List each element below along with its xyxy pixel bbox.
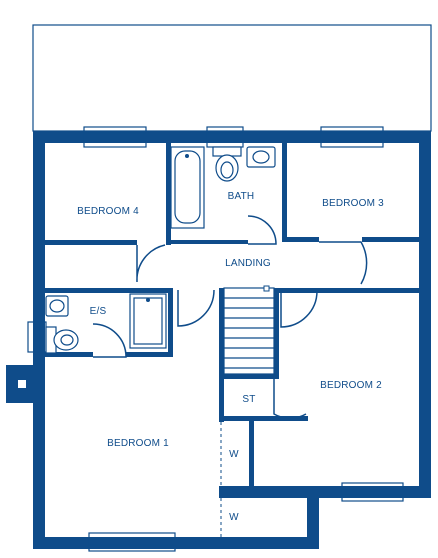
shower-drain	[146, 298, 150, 302]
wall-landing-ensuite	[45, 288, 173, 293]
label-landing: LANDING	[225, 258, 271, 269]
bath-sink-basin	[252, 150, 270, 164]
ensuite-toilet-seat	[60, 334, 74, 346]
door-bedroom4	[136, 244, 166, 283]
ensuite-sink-basin	[49, 299, 65, 313]
label-wardrobe-lower: W	[229, 512, 239, 523]
roof-outline	[32, 24, 432, 132]
label-wardrobe-upper: W	[229, 449, 239, 460]
wall-store-top	[219, 374, 279, 379]
outer-wall-left	[33, 131, 45, 549]
door-bedroom2	[280, 290, 318, 328]
wall-bedroom4-bath	[166, 143, 171, 240]
wall-ensuite-right	[168, 288, 173, 352]
wall-stairs-right	[274, 288, 279, 374]
wall-bath-bedroom3	[282, 143, 287, 240]
wall-gap	[219, 422, 220, 486]
toilet-seat	[220, 161, 234, 179]
door-bedroom1	[92, 323, 127, 358]
wall-bedroom2-top	[279, 288, 419, 293]
door-store	[273, 379, 307, 420]
wall-ensuite-bottom-left	[45, 352, 93, 357]
outer-wall-top	[33, 131, 431, 143]
bath-drain	[185, 154, 189, 158]
label-bedroom2: BEDROOM 2	[320, 380, 382, 391]
outer-wall-bottom	[33, 537, 319, 549]
wall-bedroom2-left	[249, 416, 254, 486]
shower-tray-inner	[133, 297, 163, 345]
label-bedroom1: BEDROOM 1	[107, 438, 169, 449]
door-bedroom3	[319, 241, 368, 285]
window-bedroom3	[320, 126, 384, 148]
label-bedroom4: BEDROOM 4	[77, 206, 139, 217]
label-ensuite: E/S	[90, 306, 107, 317]
window-bedroom2	[341, 482, 404, 502]
wall-ensuite-bottom-right	[126, 352, 173, 357]
outer-wall-wardrobe-right	[307, 486, 319, 549]
stair-newel-post	[263, 285, 270, 292]
staircase	[223, 287, 275, 375]
window-bedroom4	[83, 126, 147, 148]
wall-node-a	[166, 240, 171, 245]
label-store: ST	[242, 394, 255, 405]
wall-bedroom4-bottom-left	[45, 240, 137, 245]
outer-wall-bottom-right	[219, 486, 431, 498]
chimney-opening	[18, 380, 26, 388]
label-bath: BATH	[228, 191, 255, 202]
label-bedroom3: BEDROOM 3	[322, 198, 384, 209]
door-bath	[247, 215, 277, 245]
wall-bath-bottom	[171, 240, 248, 244]
wall-bedroom3-bottom-right	[362, 237, 419, 242]
window-bedroom1	[88, 532, 176, 552]
wall-stairs-left	[219, 288, 224, 422]
wall-store-bottom	[224, 416, 308, 421]
wall-bedroom3-bottom-left	[282, 237, 319, 242]
bath-tub-inner	[174, 150, 201, 224]
door-ensuite	[177, 289, 215, 327]
outer-wall-right	[419, 131, 431, 498]
